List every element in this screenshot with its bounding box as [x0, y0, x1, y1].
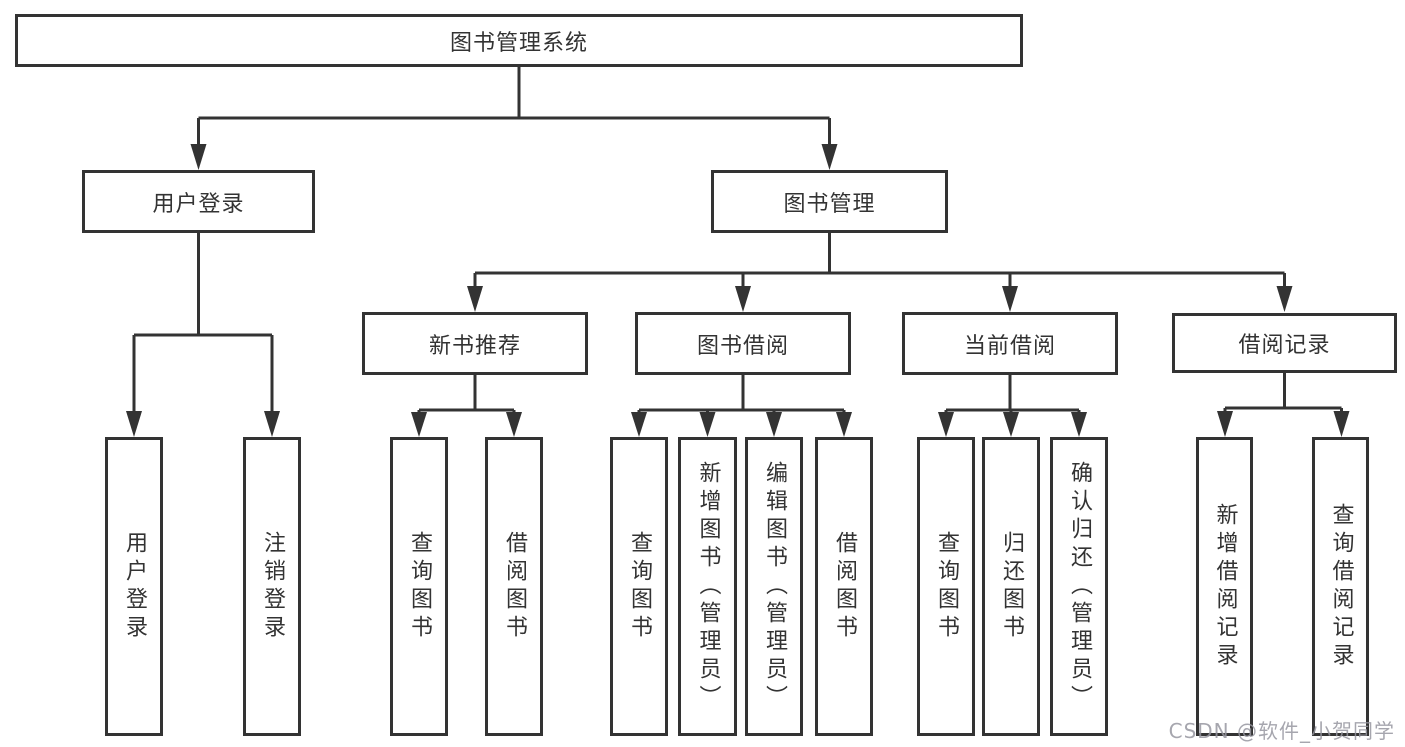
node-new-book-recommendation-label: 新书推荐 [428, 333, 521, 359]
node-library-system-label: 图书管理系统 [449, 30, 588, 56]
arrowheads-newbook-leaves [411, 412, 522, 437]
node-borrowing-records: 借阅记录 [1172, 313, 1397, 373]
connector-newbook-to-leaves [417, 375, 516, 414]
leaf-confirm-return-admin: 确认归还（管理员） [1050, 437, 1108, 736]
node-borrowing-records-label: 借阅记录 [1238, 333, 1331, 358]
leaf-edit-books-admin-label: 编辑图书（管理员） [762, 460, 787, 713]
leaf-user-login-label: 用户登录 [122, 530, 147, 643]
leaf-logout: 注销登录 [243, 437, 301, 736]
leaf-query-books-current: 查询图书 [917, 437, 975, 736]
leaf-add-books-admin-label: 新增图书（管理员） [695, 460, 721, 713]
arrowheads-borrow-leaves [631, 412, 852, 437]
leaf-borrow-books-label: 借阅图书 [832, 530, 857, 643]
node-book-borrowing: 图书借阅 [635, 312, 851, 375]
leaf-return-books: 归还图书 [982, 437, 1040, 736]
node-user-login: 用户登录 [82, 170, 315, 233]
leaf-return-books-label: 归还图书 [999, 530, 1024, 643]
node-user-login-label: 用户登录 [152, 191, 245, 217]
connector-root-to-level2 [197, 67, 831, 146]
arrowheads-level2 [190, 144, 838, 170]
node-current-borrowing: 当前借阅 [902, 312, 1118, 375]
connector-bookmgmt-to-level3 [473, 233, 1286, 288]
leaf-query-books-current-label: 查询图书 [934, 530, 959, 643]
leaf-borrow-books: 借阅图书 [815, 437, 873, 736]
arrowheads-level3 [467, 286, 1293, 312]
node-new-book-recommendation: 新书推荐 [362, 312, 588, 375]
arrowheads-records-leaves [1217, 411, 1350, 437]
leaf-user-login: 用户登录 [105, 437, 163, 736]
leaf-query-borrow-record-label: 查询借阅记录 [1328, 502, 1354, 671]
leaf-query-books-borrow: 查询图书 [610, 437, 668, 736]
leaf-logout-label: 注销登录 [260, 530, 285, 643]
connector-current-to-leaves [944, 375, 1081, 414]
leaf-confirm-return-admin-label: 确认归还（管理员） [1067, 460, 1092, 713]
node-book-management-label: 图书管理 [783, 191, 876, 217]
leaf-borrow-books-newbook: 借阅图书 [485, 437, 543, 736]
csdn-watermark: CSDN @软件_小贺同学 [1168, 719, 1395, 743]
leaf-add-borrow-record: 新增借阅记录 [1196, 437, 1253, 736]
leaf-query-books-borrow-label: 查询图书 [627, 530, 652, 643]
leaf-query-books-newbook-label: 查询图书 [407, 530, 432, 643]
leaf-query-borrow-record: 查询借阅记录 [1312, 437, 1369, 736]
connector-borrow-to-leaves [637, 375, 846, 414]
leaf-add-borrow-record-label: 新增借阅记录 [1212, 502, 1238, 671]
node-library-system: 图书管理系统 [15, 14, 1023, 67]
leaf-query-books-newbook: 查询图书 [390, 437, 448, 736]
leaf-edit-books-admin: 编辑图书（管理员） [745, 437, 803, 736]
leaf-borrow-books-newbook-label: 借阅图书 [502, 530, 527, 643]
arrowheads-current-leaves [938, 412, 1087, 437]
connector-userlogin-to-leaves [132, 233, 274, 412]
connector-records-to-leaves [1223, 373, 1343, 413]
node-book-borrowing-label: 图书借阅 [696, 333, 789, 359]
node-current-borrowing-label: 当前借阅 [963, 333, 1056, 359]
arrowheads-userlogin-leaves [126, 411, 280, 437]
leaf-add-books-admin: 新增图书（管理员） [678, 437, 737, 736]
node-book-management: 图书管理 [711, 170, 948, 233]
